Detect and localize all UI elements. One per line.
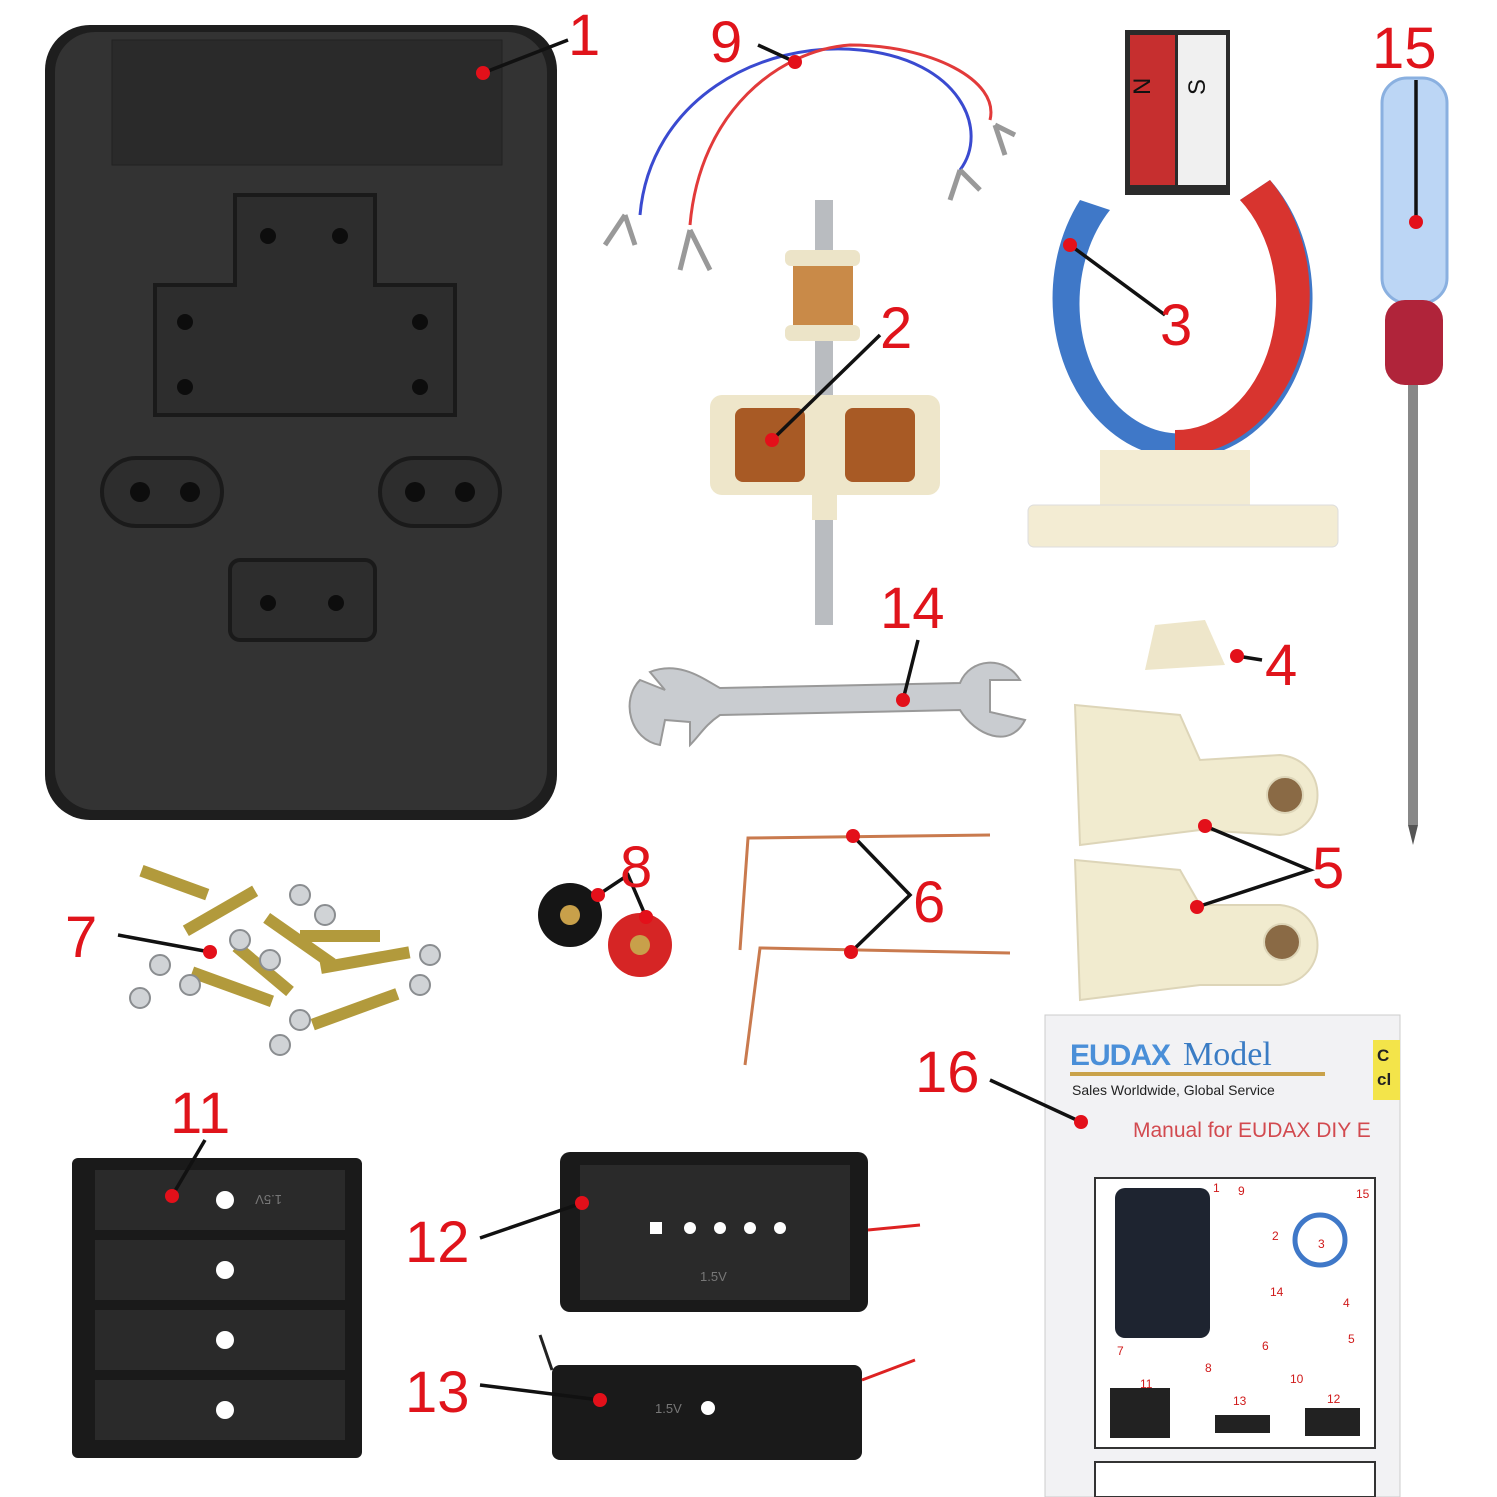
horseshoe-magnet: N S	[1027, 30, 1339, 548]
wire-leads	[602, 43, 1017, 272]
manual-mini-label: 9	[1238, 1184, 1245, 1198]
manual-mini-label: 12	[1327, 1392, 1341, 1406]
manual-title: Manual for EUDAX DIY E	[1133, 1119, 1371, 1142]
battery-marking: 1.5V	[255, 1192, 282, 1207]
manual-mini-label: 11	[1140, 1377, 1153, 1391]
rotor-armature	[710, 200, 940, 625]
label-3: 3	[1160, 293, 1192, 358]
manual-tagline: Sales Worldwide, Global Service	[1072, 1082, 1275, 1098]
label-8: 8	[620, 835, 652, 900]
battery-holder-1xAA: 1.5V	[538, 1334, 916, 1460]
manual-mini-label: 13	[1233, 1394, 1247, 1408]
label-15: 15	[1372, 16, 1437, 81]
callout-numbers: 1 2 3 4 5 6 7 8 9 11 12 13 14 15 16	[65, 3, 1437, 1425]
label-9: 9	[710, 10, 742, 75]
callout-dots	[165, 55, 1423, 1407]
manual-mini-label: 3	[1318, 1237, 1325, 1251]
magnet-pole-s: S	[1184, 79, 1211, 95]
wrench	[628, 661, 1027, 748]
label-5: 5	[1312, 836, 1344, 901]
label-11: 11	[170, 1081, 230, 1146]
manual-badge: C cl	[1377, 1046, 1392, 1089]
manual-mini-label: 2	[1272, 1229, 1279, 1243]
manual-mini-label: 7	[1117, 1344, 1124, 1358]
base-plate	[45, 25, 557, 820]
magnet-pole-n: N	[1129, 78, 1156, 95]
label-4: 4	[1265, 633, 1297, 698]
bushing-cap	[1145, 620, 1225, 670]
battery-marking: 1.5V	[655, 1401, 682, 1416]
battery-marking: 1.5V	[700, 1269, 727, 1284]
battery-holder-4xAA: 1.5V	[72, 1158, 362, 1458]
manual-mini-label: 14	[1270, 1285, 1284, 1299]
label-14: 14	[880, 576, 945, 641]
callout-leaders	[117, 38, 1418, 1402]
manual-mini-label: 15	[1356, 1187, 1370, 1201]
label-16: 16	[915, 1040, 980, 1105]
label-2: 2	[880, 296, 912, 361]
label-1: 1	[568, 3, 600, 68]
manual-brand: Model	[1183, 1036, 1272, 1073]
manual-mini-label: 10	[1290, 1372, 1304, 1386]
label-13: 13	[405, 1360, 470, 1425]
label-7: 7	[65, 905, 97, 970]
instruction-manual: EUDAX Model Sales Worldwide, Global Serv…	[1044, 1014, 1401, 1497]
manual-mini-label: 8	[1205, 1361, 1212, 1375]
battery-holder-2xAA: 1.5V	[560, 1152, 921, 1312]
bearing-brackets	[1073, 703, 1319, 1002]
copper-brushes	[738, 833, 1011, 1066]
binding-terminals	[538, 883, 672, 977]
screws-and-nuts	[129, 865, 441, 1056]
manual-mini-label: 4	[1343, 1296, 1350, 1310]
label-6: 6	[913, 870, 945, 935]
manual-mini-label: 1	[1213, 1181, 1220, 1195]
manual-mini-label: 6	[1262, 1339, 1269, 1353]
label-12: 12	[405, 1210, 470, 1275]
manual-logo: EUDAX	[1070, 1039, 1171, 1072]
manual-mini-label: 5	[1348, 1332, 1355, 1346]
